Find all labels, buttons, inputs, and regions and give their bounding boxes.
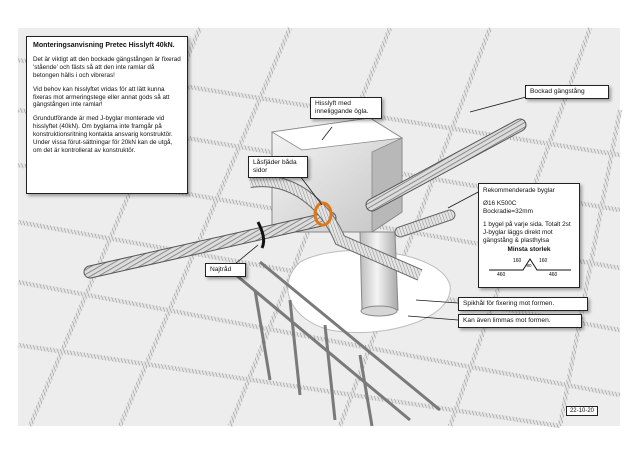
rec-spec: Ø16 K500C xyxy=(483,200,517,207)
lifting-anchor xyxy=(270,117,404,317)
bent-threaded-rod xyxy=(83,118,527,279)
dim-right-leg: 460 xyxy=(549,272,558,276)
instructions-title: Monteringsanvisning Pretec Hisslyft 40kN… xyxy=(33,42,175,49)
rec-radius: Bockradie=32mm xyxy=(483,208,533,215)
dim-left-slope: 160 xyxy=(513,258,522,264)
callout-glue: Kan även limmas mot formen. xyxy=(458,314,582,328)
callout-lifting-anchor: Hisslyft med inneliggande ögla. xyxy=(310,97,382,119)
callout-tie-wire: Najtråd xyxy=(205,263,246,277)
callout-bent-rod: Bockad gängstång xyxy=(525,85,609,99)
callout-nail-hole: Spikhål för fixering mot formen. xyxy=(458,297,588,311)
rec-note: 1 bygel på varje sida. Totalt 2st J-bygl… xyxy=(483,221,571,244)
date-stamp: 22-10-20 xyxy=(565,406,598,416)
dim-left-leg: 460 xyxy=(497,272,506,276)
j-bar-dimension-sketch: 160 160 80 460 460 xyxy=(489,258,571,276)
tie-wire xyxy=(256,221,266,249)
dim-right-slope: 160 xyxy=(539,258,548,264)
recommendation-box: Rekommenderade byglar Ø16 K500C Bockradi… xyxy=(478,183,580,288)
dim-top: 80 xyxy=(527,263,533,268)
instructions-paragraph: Grundutförande är med J-byglar monterade… xyxy=(33,115,173,154)
ladder-truss xyxy=(229,260,441,427)
instructions-paragraph: Det är viktigt att den bockade gängstång… xyxy=(33,55,181,79)
rec-title: Rekommenderade byglar xyxy=(483,187,555,194)
instructions-box: Monteringsanvisning Pretec Hisslyft 40kN… xyxy=(26,36,188,194)
rec-min-size: Minsta storlek xyxy=(507,246,551,253)
instructions-paragraph: Vid behov kan hisslyftet vridas för att … xyxy=(33,85,170,109)
locking-spring xyxy=(313,201,333,227)
callout-locking-spring: Låsfjäder båda sidor xyxy=(248,156,308,178)
j-bars xyxy=(249,175,456,281)
